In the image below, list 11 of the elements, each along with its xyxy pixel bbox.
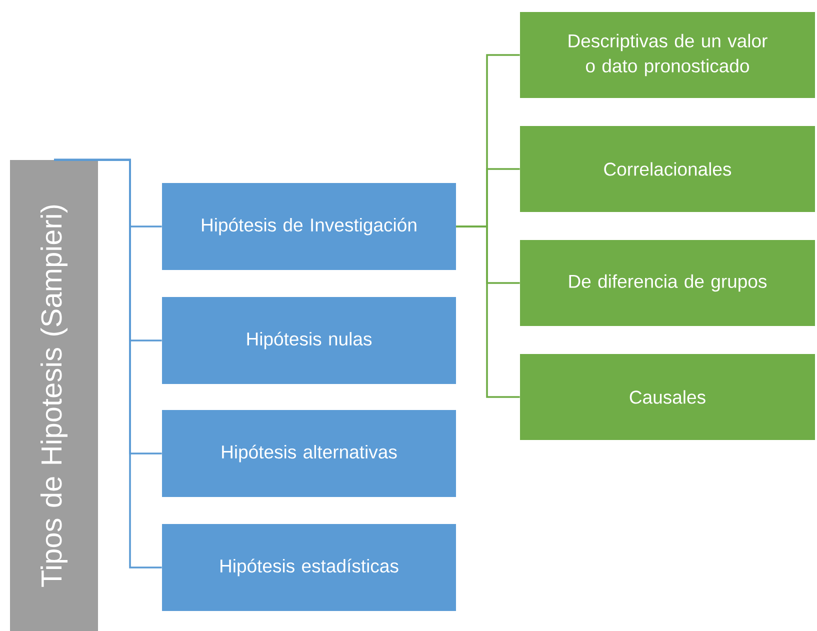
hypothesis-box: Hipótesis nulas xyxy=(162,297,456,384)
hypothesis-box: Hipótesis de Investigación xyxy=(162,183,456,270)
subtype-box: De diferencia de grupos xyxy=(520,240,815,326)
subtype-box: Descriptivas de un valor o dato pronosticado xyxy=(520,12,815,98)
hypothesis-box: Hipótesis estadísticas xyxy=(162,524,456,611)
subtype-box: Causales xyxy=(520,354,815,440)
hypothesis-box: Hipótesis alternativas xyxy=(162,410,456,497)
connector-line xyxy=(54,158,162,568)
connector-line xyxy=(456,226,520,398)
subtype-box: Correlacionales xyxy=(520,126,815,212)
sidebar-band: Tipos de Hipotesis (Sampieri) xyxy=(10,160,98,631)
